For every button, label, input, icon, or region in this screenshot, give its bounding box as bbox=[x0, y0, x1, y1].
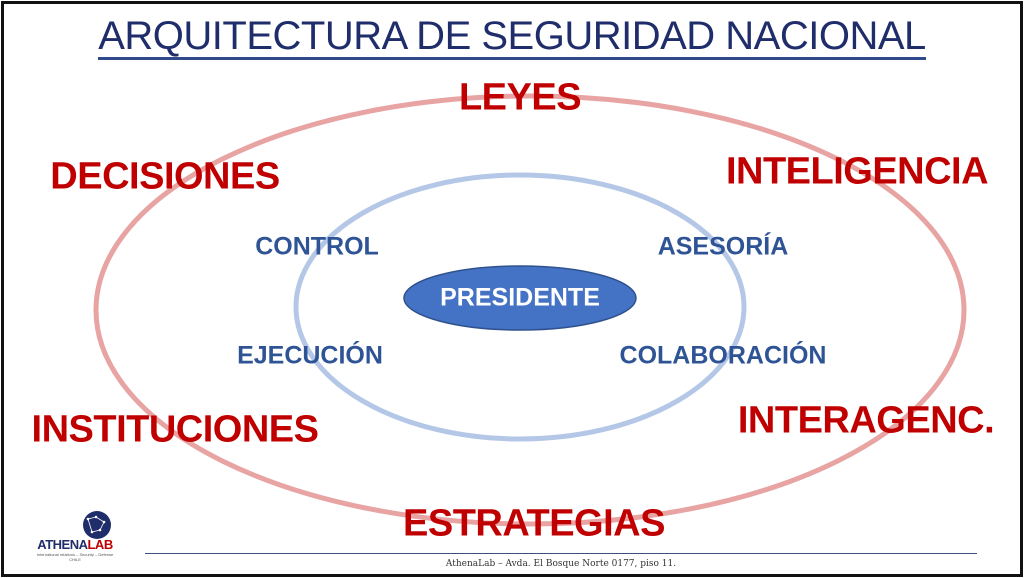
outer-item-leyes: LEYES bbox=[458, 76, 582, 119]
slide-title: ARQUITECTURA DE SEGURIDAD NACIONAL bbox=[98, 14, 926, 58]
outer-ring bbox=[93, 93, 967, 527]
logo-name-b: LAB bbox=[87, 537, 113, 552]
footer-address: AthenaLab – Avda. El Bosque Norte 0177, … bbox=[445, 559, 677, 569]
inner-item-colaboracion: COLABORACIÓN bbox=[619, 341, 827, 370]
athenalab-logo: ATHENALAB International relations – Secu… bbox=[30, 510, 120, 562]
outer-item-decisiones: DECISIONES bbox=[50, 155, 280, 198]
footer-divider bbox=[145, 553, 977, 554]
outer-item-inteligencia: INTELIGENCIA bbox=[725, 150, 989, 193]
outer-item-instituciones: INSTITUCIONES bbox=[31, 408, 319, 451]
outer-item-interagenc: INTERAGENC. bbox=[737, 399, 995, 442]
inner-ring bbox=[293, 172, 747, 442]
center-ellipse bbox=[403, 265, 637, 331]
title-underline bbox=[98, 57, 926, 60]
center-label: PRESIDENTE bbox=[440, 283, 600, 312]
inner-item-asesoria: ASESORÍA bbox=[657, 232, 789, 261]
globe-icon bbox=[83, 511, 111, 539]
outer-item-estrategias: ESTRATEGIAS bbox=[403, 502, 665, 545]
logo-tagline: International relations – Security – Def… bbox=[36, 552, 114, 557]
logo-country: CHILE bbox=[69, 557, 81, 562]
inner-item-control: CONTROL bbox=[255, 232, 379, 261]
inner-item-ejecucion: EJECUCIÓN bbox=[237, 341, 383, 370]
logo-name-a: ATHENA bbox=[37, 537, 88, 552]
